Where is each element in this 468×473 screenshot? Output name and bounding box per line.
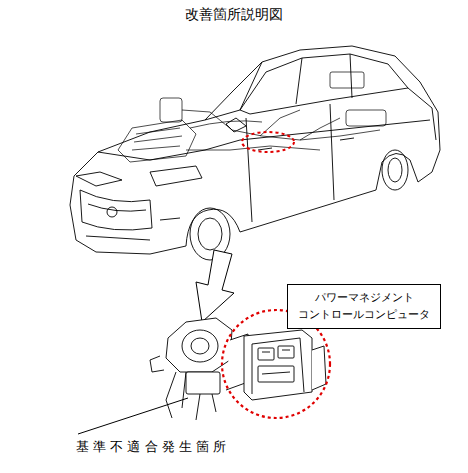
callout-box: パワーマネジメント コントロールコンピュータ (287, 284, 441, 329)
leader-line (78, 398, 188, 434)
diagram-title: 改善箇所説明図 (185, 6, 283, 24)
location-label: 基 準 不 適 合 発 生 箇 所 (76, 438, 226, 456)
zoom-arrow (196, 250, 234, 322)
callout-text: パワーマネジメント コントロールコンピュータ (294, 290, 434, 323)
location-mark (242, 132, 294, 152)
car-body (70, 46, 440, 260)
engine-bay (118, 72, 386, 162)
component-drawing (150, 318, 326, 420)
